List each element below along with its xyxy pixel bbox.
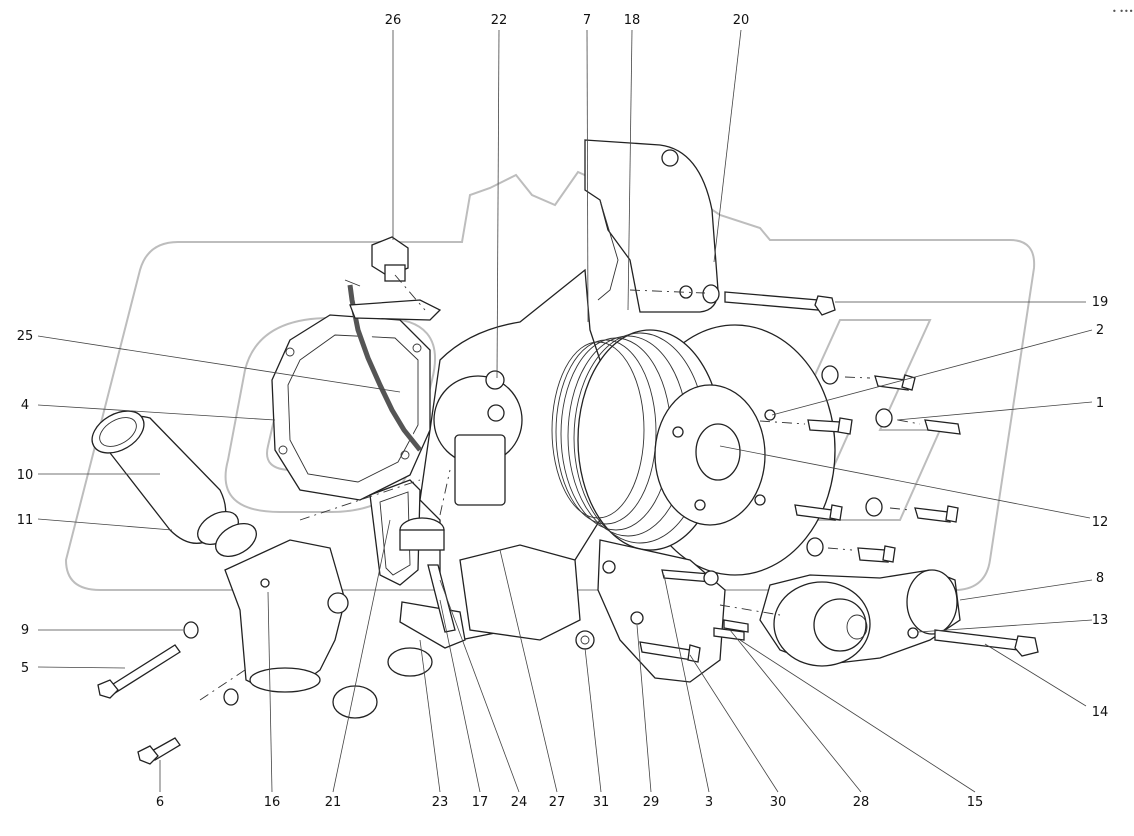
callout-12: 12 — [1092, 515, 1109, 530]
callout-28: 28 — [853, 795, 870, 810]
callout-2: 2 — [1096, 323, 1104, 338]
callout-9: 9 — [21, 623, 29, 638]
elbow-fitting — [224, 539, 349, 693]
callout-26: 26 — [385, 13, 402, 28]
frame-gasket — [369, 479, 421, 586]
callout-4: 4 — [21, 398, 29, 413]
pulley — [551, 324, 836, 576]
callout-7: 7 — [583, 13, 591, 28]
callout-11: 11 — [17, 513, 34, 528]
pump-body — [419, 268, 601, 641]
tension-spring — [344, 279, 442, 452]
callout-13: 13 — [1092, 613, 1109, 628]
callout-16: 16 — [264, 795, 281, 810]
belt-tensioner — [759, 569, 961, 667]
callout-18: 18 — [624, 13, 641, 28]
callout-27: 27 — [549, 795, 566, 810]
callout-5: 5 — [21, 661, 29, 676]
callout-17: 17 — [472, 795, 489, 810]
corner-mark: • ••• — [1112, 7, 1133, 16]
callout-labels: 26 22 7 18 20 19 2 1 12 8 13 14 25 4 10 … — [17, 13, 1109, 810]
callout-1: 1 — [1096, 396, 1104, 411]
alignment-lines — [199, 274, 921, 701]
callout-19: 19 — [1092, 295, 1109, 310]
mounting-bracket — [584, 139, 719, 313]
callout-23: 23 — [432, 795, 449, 810]
callout-6: 6 — [156, 795, 164, 810]
callout-30: 30 — [770, 795, 787, 810]
callout-31: 31 — [593, 795, 610, 810]
callout-25: 25 — [17, 329, 34, 344]
callout-3: 3 — [705, 795, 713, 810]
callout-10: 10 — [17, 468, 34, 483]
callout-24: 24 — [511, 795, 528, 810]
callout-8: 8 — [1096, 571, 1104, 586]
bolt-26 — [371, 236, 409, 282]
callout-15: 15 — [967, 795, 984, 810]
callout-20: 20 — [733, 13, 750, 28]
callout-14: 14 — [1092, 705, 1109, 720]
callout-21: 21 — [325, 795, 342, 810]
callout-22: 22 — [491, 13, 508, 28]
leader-lines — [37, 29, 1093, 793]
plugs-and-caps — [332, 517, 466, 719]
gasket — [271, 314, 431, 501]
hose — [91, 410, 257, 558]
callout-29: 29 — [643, 795, 660, 810]
